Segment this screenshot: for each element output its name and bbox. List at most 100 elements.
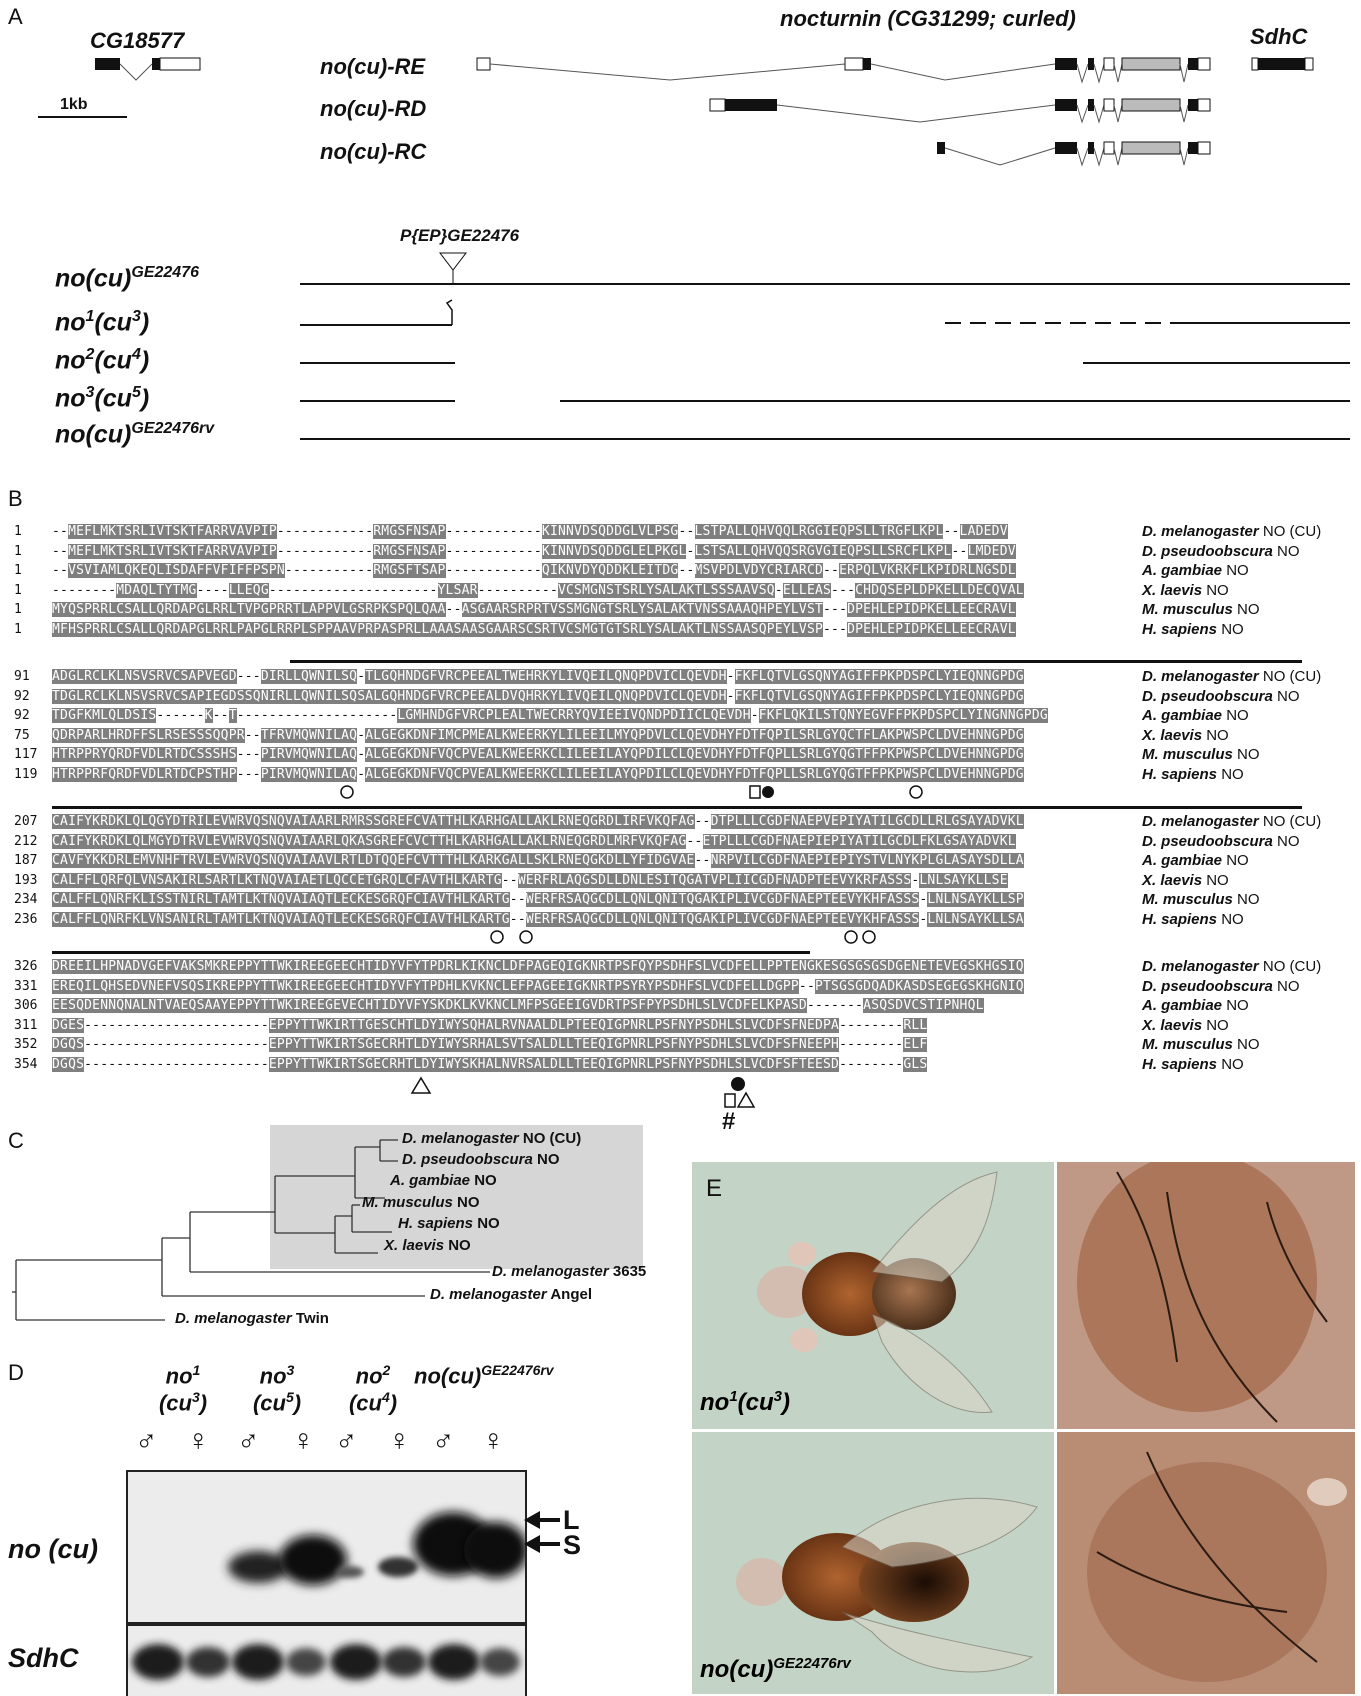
alignment-sequence-row: MYQSPRRLCSALLQRDAPGLRRLTVPGPRRTLAPPVLGSR… (52, 600, 1132, 620)
species-label: A. gambiae NO (1142, 561, 1321, 581)
tree-leaf-mmus-no: M. musculus NO (362, 1194, 480, 1211)
panel-label-b: B (8, 486, 23, 512)
tree-leaf-dmel-no: D. melanogaster NO (CU) (402, 1130, 581, 1147)
insertion-label: P{EP}GE22476 (400, 226, 519, 246)
female-symbol-icon: ♀ (187, 1424, 210, 1458)
marker-open-circle (845, 931, 857, 943)
alignment-species-labels: D. melanogaster NO (CU)D. pseudoobscura … (1142, 667, 1321, 784)
marker-open-square (725, 1094, 735, 1107)
marker-filled-circle (731, 1077, 745, 1091)
marker-open-circle (491, 931, 503, 943)
blot-row-label-sdhc: SdhC (8, 1643, 79, 1674)
allele-line-no1 (300, 300, 1350, 325)
male-symbol-icon: ♂ (237, 1424, 260, 1458)
blot-column-label-no2: no2(cu4) (338, 1362, 408, 1417)
male-symbol-icon: ♂ (135, 1424, 158, 1458)
allele-label-revertant: no(cu)GE22476rv (55, 420, 214, 449)
bristle-closeup (1057, 1432, 1355, 1694)
blot-column-label-revertant: no(cu)GE22476rv (414, 1362, 614, 1389)
residue-number: 92 (14, 687, 37, 707)
residue-number: 92 (14, 706, 37, 726)
transcript-model-re (477, 58, 1210, 82)
panel-label-e: E (706, 1175, 722, 1203)
gene-model-cg18577 (95, 58, 200, 80)
gene-model-sdhc (1252, 58, 1313, 70)
photo-fly-revertant-closeup (1057, 1432, 1355, 1694)
marker-open-circle (520, 931, 532, 943)
blot-bands-no-cu (128, 1472, 525, 1622)
species-label: D. pseudoobscura NO (1142, 687, 1321, 707)
allele-label-no3: no3(cu5) (55, 384, 149, 413)
alignment-sequence-row: TDGFKMLQLDSIS------K--T-----------------… (52, 706, 1132, 726)
tree-leaf-xlae-no: X. laevis NO (384, 1237, 471, 1254)
marker-open-triangle (738, 1093, 754, 1107)
male-symbol-icon: ♂ (335, 1424, 358, 1458)
alignment-sequence-row: --------MDAQLTYTMG----LLEQG-------------… (52, 581, 1132, 601)
tree-leaf-dpse-no: D. pseudoobscura NO (402, 1151, 560, 1168)
alignment-sequence-row: --MEFLMKTSRLIVTSKTFARRVAVPIP------------… (52, 542, 1132, 562)
allele-label-no2: no2(cu4) (55, 346, 149, 375)
species-label: X. laevis NO (1142, 581, 1321, 601)
blot-bands-sdhc (128, 1626, 525, 1696)
residue-number: 1 (14, 561, 22, 581)
alignment-sequence-row: QDRPARLHRDFFSLRSESSSQQPR--TFRVMQWNILAQ-A… (52, 726, 1132, 746)
tree-leaf-agam-no: A. gambiae NO (390, 1172, 497, 1189)
gene-model-diagram (0, 0, 1361, 460)
residue-number: 1 (14, 542, 22, 562)
residue-number: 91 (14, 667, 37, 687)
female-symbol-icon: ♀ (388, 1424, 411, 1458)
domain-bar-1 (290, 660, 1302, 663)
residue-number: 1 (14, 600, 22, 620)
northern-blot-sdhc (126, 1624, 527, 1696)
allele-label-ge22476: no(cu)GE22476 (55, 264, 199, 293)
residue-markers (0, 780, 1361, 1140)
northern-blot-no-cu (126, 1470, 527, 1624)
female-symbol-icon: ♀ (482, 1424, 505, 1458)
species-label: M. musculus NO (1142, 745, 1321, 765)
alignment-species-labels: D. melanogaster NO (CU)D. pseudoobscura … (1142, 522, 1321, 639)
marker-open-circle (863, 931, 875, 943)
alignment-block: ADGLRCLKLNSVSRVCSAPVEGD---DIRLLQWNILSQ-T… (52, 667, 1132, 784)
alignment-sequence-row: --VSVIAMLQKEQLISDAFFVFIFFPSPN-----------… (52, 561, 1132, 581)
marker-open-square (750, 786, 760, 798)
marker-filled-circle (762, 786, 774, 798)
panel-label-d: D (8, 1360, 24, 1386)
insertion-triangle (440, 253, 466, 270)
alignment-block: --MEFLMKTSRLIVTSKTFARRVAVPIP------------… (52, 522, 1132, 639)
photo-label-revertant: no(cu)GE22476rv (700, 1655, 851, 1684)
male-symbol-icon: ♂ (432, 1424, 455, 1458)
tree-leaf-hsap-no: H. sapiens NO (398, 1215, 500, 1232)
photo-fly-no1-closeup (1057, 1162, 1355, 1429)
tree-leaf-dmel-3635: D. melanogaster 3635 (492, 1263, 646, 1280)
tree-leaf-dmel-angel: D. melanogaster Angel (430, 1286, 592, 1303)
photo-label-no1: no1(cu3) (700, 1388, 790, 1417)
transcript-model-rc (937, 142, 1210, 165)
female-symbol-icon: ♀ (292, 1424, 315, 1458)
species-label: H. sapiens NO (1142, 620, 1321, 640)
tree-leaf-dmel-twin: D. melanogaster Twin (175, 1310, 329, 1327)
alignment-sequence-row: MFHSPRRLCSALLQRDAPGLRRLPAPGLRRPLSPPAAVPR… (52, 620, 1132, 640)
blot-row-label-no-cu: no (cu) (8, 1534, 98, 1565)
alignment-sequence-row: TDGLRCLKLNSVSRVCSAPIEGDSSQNIRLLQWNILSQSA… (52, 687, 1132, 707)
blot-column-label-no1: no1(cu3) (148, 1362, 218, 1417)
residue-number: 1 (14, 620, 22, 640)
blot-column-label-no3: no3(cu5) (242, 1362, 312, 1417)
species-label: X. laevis NO (1142, 726, 1321, 746)
hash-marker: # (722, 1108, 735, 1136)
species-label: D. melanogaster NO (CU) (1142, 522, 1321, 542)
residue-number: 75 (14, 726, 37, 746)
band-arrows (522, 1500, 592, 1570)
allele-label-no1: no1(cu3) (55, 308, 149, 337)
marker-open-circle (910, 786, 922, 798)
species-label: D. melanogaster NO (CU) (1142, 667, 1321, 687)
residue-number: 117 (14, 745, 37, 765)
species-label: M. musculus NO (1142, 600, 1321, 620)
phylogenetic-tree (0, 1120, 700, 1340)
alignment-sequence-row: HTRPPRYQRDFVDLRTDCSSSHS---PIRVMQWNILAQ-A… (52, 745, 1132, 765)
bristle-closeup (1057, 1162, 1355, 1429)
marker-open-circle (341, 786, 353, 798)
band-label-s: S (563, 1530, 581, 1561)
alignment-sequence-row: --MEFLMKTSRLIVTSKTFARRVAVPIP------------… (52, 522, 1132, 542)
